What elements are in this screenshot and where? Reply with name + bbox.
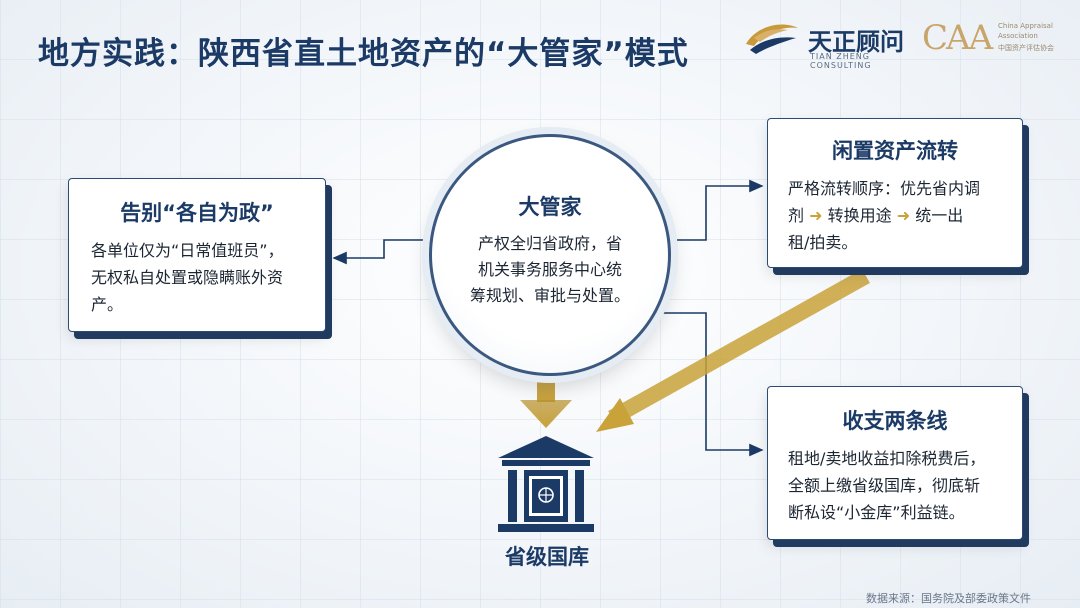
bottom-right-card-two-lines: 收支两条线 租地/卖地收益扣除税费后， 全额上缴省级国库，彻底斩 断私设“小金库… (767, 386, 1023, 540)
bottom-right-card-line: 全额上缴省级国库，彻底斩 (788, 476, 981, 495)
bank-building-icon (498, 436, 594, 532)
bottom-right-card-line: 断私设“小金库”利益链。 (788, 503, 965, 522)
connector-to-left-card (332, 239, 430, 265)
treasury-label: 省级国库 (505, 545, 589, 569)
top-right-card-seg: 剂 (788, 206, 805, 225)
center-line: 机关事务服务中心统 (477, 260, 622, 279)
gold-arrow-diagonal (596, 269, 870, 432)
tianzheng-swirl-icon (746, 24, 798, 54)
left-card-title: 告别“各自为政” (120, 201, 274, 225)
connector-to-top-right-card (665, 179, 764, 241)
left-card-line: 无权私自处置或隐瞒账外资 (91, 268, 284, 287)
center-line: 产权全归省政府，省 (477, 234, 622, 253)
bottom-right-card-title: 收支两条线 (842, 409, 948, 433)
top-right-card-idle-assets: 闲置资产流转 严格流转顺序：优先省内调 剂 ➜ 转换用途 ➜ 统一出 租/拍卖。 (767, 118, 1023, 268)
left-card-line: 各单位仅为“日常值班员”， (91, 241, 284, 260)
gold-arrow-icon: ➜ (809, 206, 823, 225)
center-title: 大管家 (518, 195, 582, 219)
source-footer: 数据来源：国务院及部委政策文件 (866, 592, 1031, 605)
top-right-card-seg: 统一出 (915, 206, 964, 225)
caa-logo: CAA China Appraisal Association 中国资产评估协会 (922, 14, 1072, 64)
tianzheng-logo: 天正顾问 TIAN ZHENG CONSULTING (742, 14, 912, 70)
top-right-card-title: 闲置资产流转 (832, 139, 958, 163)
tianzheng-name-en: TIAN ZHENG CONSULTING (810, 52, 872, 70)
tianzheng-name: 天正顾问 (808, 28, 904, 56)
top-right-card-line: 租/拍卖。 (788, 233, 858, 252)
caa-en-1: China Appraisal (998, 22, 1053, 30)
left-card-farewell-silos: 告别“各自为政” 各单位仅为“日常值班员”， 无权私自处置或隐瞒账外资 产。 (68, 178, 326, 332)
top-right-card-seg: 转换用途 (827, 206, 892, 225)
left-card-line: 产。 (91, 295, 124, 314)
bottom-right-card-line: 租地/卖地收益扣除税费后， (788, 449, 986, 468)
top-right-card-line: 严格流转顺序：优先省内调 (788, 179, 981, 198)
caa-en-2: Association (998, 32, 1038, 40)
connector-to-bottom-right-card (640, 312, 764, 457)
center-line: 筹规划、审批与处置。 (469, 286, 630, 305)
center-circle-steward: 大管家 产权全归省政府，省 机关事务服务中心统 筹规划、审批与处置。 (429, 134, 671, 376)
caa-mark: CAA (922, 18, 993, 58)
gold-arrow-icon: ➜ (896, 206, 911, 225)
page-title: 地方实践：陕西省直土地资产的“大管家”模式 (38, 36, 689, 72)
caa-cn: 中国资产评估协会 (998, 44, 1054, 52)
